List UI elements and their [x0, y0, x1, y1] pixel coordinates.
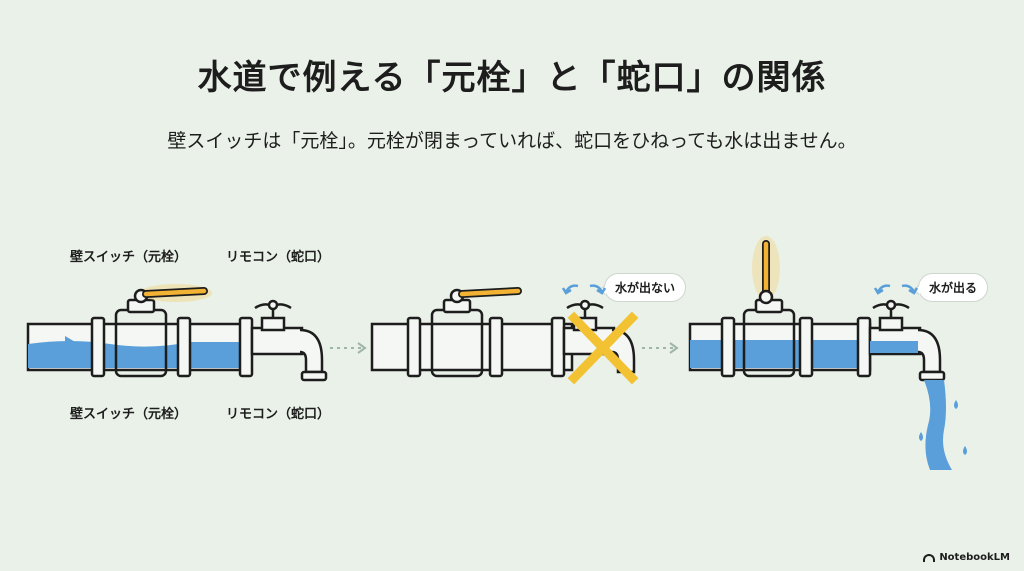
notebooklm-logo-icon: [923, 553, 936, 562]
step-arrow-icon-1: [330, 342, 367, 354]
scene2-rotate-icon: [561, 284, 607, 295]
step-arrow-icon-2: [642, 342, 679, 354]
scene3-valve-handle-icon: [752, 236, 780, 305]
page-subtitle: 壁スイッチは「元栓」。元栓が閉まっていれば、蛇口をひねっても水は出ません。: [167, 130, 857, 152]
scene1-top-right-label: リモコン（蛇口）: [226, 250, 331, 265]
scene3-valve-assembly: [688, 236, 967, 470]
scene1-valve-assembly: [26, 284, 328, 382]
water-stream-icon: [919, 380, 967, 470]
scene1-bottom-right-label: リモコン（蛇口）: [226, 407, 331, 422]
scene3-faucet-icon: [868, 299, 946, 382]
no-water-cross-icon: [567, 311, 639, 385]
scene1-pipe-water: [28, 341, 250, 368]
scene1-valve-handle-icon: [133, 284, 212, 304]
scene2-valve-handle-icon: [449, 287, 522, 304]
scene1-bottom-left-label: 壁スイッチ（元栓）: [70, 407, 188, 422]
scene2-valve-assembly: [370, 284, 639, 385]
scene2-speech-bubble: 水が出ない: [597, 273, 687, 302]
page-title: 水道で例える「元栓」と「蛇口」の関係: [197, 58, 827, 98]
scene1-top-left-label: 壁スイッチ（元栓）: [70, 250, 188, 265]
scene2-faucet-icon: [562, 299, 636, 374]
scene3-rotate-icon: [873, 284, 919, 295]
inflow-arrow-icon: [37, 336, 82, 356]
brand-name: NotebookLM: [939, 552, 1010, 563]
brand-logo: NotebookLM: [923, 552, 1010, 563]
scene1-faucet-icon: [250, 299, 328, 382]
